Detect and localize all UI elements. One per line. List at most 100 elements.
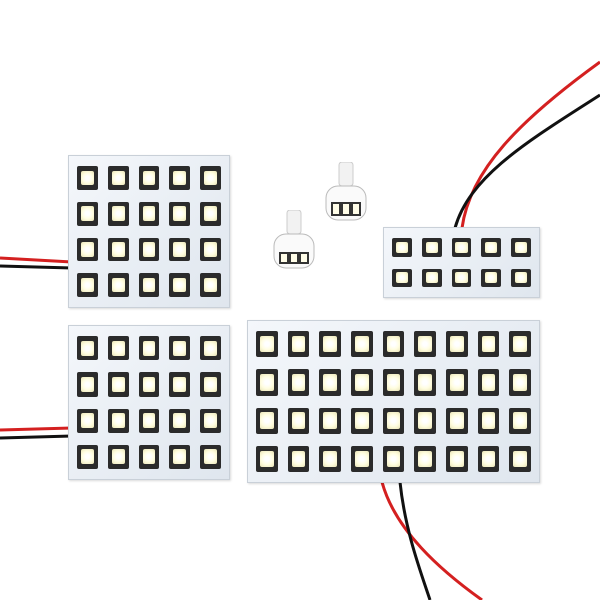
small-panel — [383, 227, 540, 298]
smd-led-chip — [138, 166, 160, 190]
smd-led-chip — [414, 369, 436, 396]
smd-led-chip — [200, 273, 221, 297]
smd-led-chip — [382, 369, 405, 396]
smd-led-chip — [77, 408, 98, 433]
smd-led-chip — [200, 444, 221, 469]
smd-led-chip — [256, 445, 278, 472]
smd-led-chip — [169, 444, 191, 469]
smd-led-chip — [477, 445, 500, 472]
smd-led-chip — [77, 273, 98, 297]
smd-led-chip — [77, 166, 98, 190]
smd-led-chip — [200, 372, 221, 397]
smd-led-chip — [414, 407, 436, 434]
smd-led-chip — [477, 369, 500, 396]
smd-led-chip — [350, 331, 373, 358]
smd-led-chip — [256, 369, 278, 396]
smd-led-chip — [169, 273, 191, 297]
smd-led-chip — [477, 407, 500, 434]
smd-led-chip — [77, 372, 98, 397]
smd-led-chip — [509, 407, 531, 434]
smd-led-chip — [414, 445, 436, 472]
smd-led-chip — [414, 331, 436, 358]
smd-led-chip — [200, 408, 221, 433]
smd-led-chip — [138, 336, 160, 361]
wire-red-small-panel — [460, 60, 600, 229]
large-panel — [247, 320, 540, 483]
smd-led-chip — [350, 407, 373, 434]
smd-led-chip — [451, 268, 472, 287]
smd-led-chip — [107, 408, 129, 433]
smd-led-chip — [107, 336, 129, 361]
smd-led-chip — [350, 445, 373, 472]
smd-led-chip — [138, 273, 160, 297]
wire-black-small-panel — [453, 93, 600, 229]
smd-led-chip — [169, 166, 191, 190]
smd-led-chip — [77, 336, 98, 361]
smd-led-chip — [509, 331, 531, 358]
wire-red-top-panel — [0, 256, 73, 264]
smd-led-chip — [319, 331, 341, 358]
smd-led-chip — [169, 372, 191, 397]
smd-led-chip — [287, 369, 310, 396]
wire-black-large-panel — [398, 481, 432, 600]
smd-led-chip — [445, 407, 468, 434]
smd-led-chip — [107, 201, 129, 226]
smd-led-chip — [421, 238, 442, 257]
smd-led-chip — [509, 369, 531, 396]
smd-led-chip — [392, 268, 412, 287]
smd-led-chip — [481, 268, 502, 287]
wire-red-bottom-panel — [0, 426, 73, 432]
smd-led-chip — [107, 444, 129, 469]
smd-led-chip — [287, 445, 310, 472]
smd-led-chip — [319, 407, 341, 434]
smd-led-chip — [509, 445, 531, 472]
smd-led-chip — [256, 407, 278, 434]
smd-led-chip — [445, 331, 468, 358]
smd-led-chip — [382, 407, 405, 434]
smd-led-chip — [138, 444, 160, 469]
smd-led-chip — [392, 238, 412, 257]
smd-led-chip — [169, 201, 191, 226]
wire-black-bottom-panel — [0, 434, 73, 440]
smd-led-chip — [481, 238, 502, 257]
smd-led-chip — [200, 237, 221, 262]
smd-led-chip — [511, 268, 531, 287]
smd-led-chip — [107, 273, 129, 297]
t10-bulb-left — [273, 210, 315, 269]
smd-led-chip — [511, 238, 531, 257]
smd-led-chip — [77, 201, 98, 226]
smd-led-chip — [138, 408, 160, 433]
wire-black-top-panel — [0, 264, 73, 270]
smd-led-chip — [200, 336, 221, 361]
smd-led-chip — [169, 408, 191, 433]
square-panel-bottom — [68, 325, 230, 480]
smd-led-chip — [107, 166, 129, 190]
smd-led-chip — [319, 445, 341, 472]
wire-red-large-panel — [380, 481, 483, 600]
smd-led-chip — [445, 369, 468, 396]
t10-bulb-right — [325, 162, 367, 221]
smd-led-chip — [77, 444, 98, 469]
smd-led-chip — [287, 407, 310, 434]
smd-led-chip — [200, 201, 221, 226]
smd-led-chip — [107, 237, 129, 262]
smd-led-chip — [477, 331, 500, 358]
smd-led-chip — [350, 369, 373, 396]
smd-led-chip — [287, 331, 310, 358]
smd-led-chip — [382, 445, 405, 472]
smd-led-chip — [138, 372, 160, 397]
smd-led-chip — [445, 445, 468, 472]
smd-led-chip — [107, 372, 129, 397]
smd-led-chip — [169, 237, 191, 262]
smd-led-chip — [169, 336, 191, 361]
square-panel-top — [68, 155, 230, 308]
smd-led-chip — [451, 238, 472, 257]
smd-led-chip — [200, 166, 221, 190]
smd-led-chip — [319, 369, 341, 396]
smd-led-chip — [256, 331, 278, 358]
smd-led-chip — [421, 268, 442, 287]
smd-led-chip — [138, 201, 160, 226]
smd-led-chip — [77, 237, 98, 262]
smd-led-chip — [138, 237, 160, 262]
